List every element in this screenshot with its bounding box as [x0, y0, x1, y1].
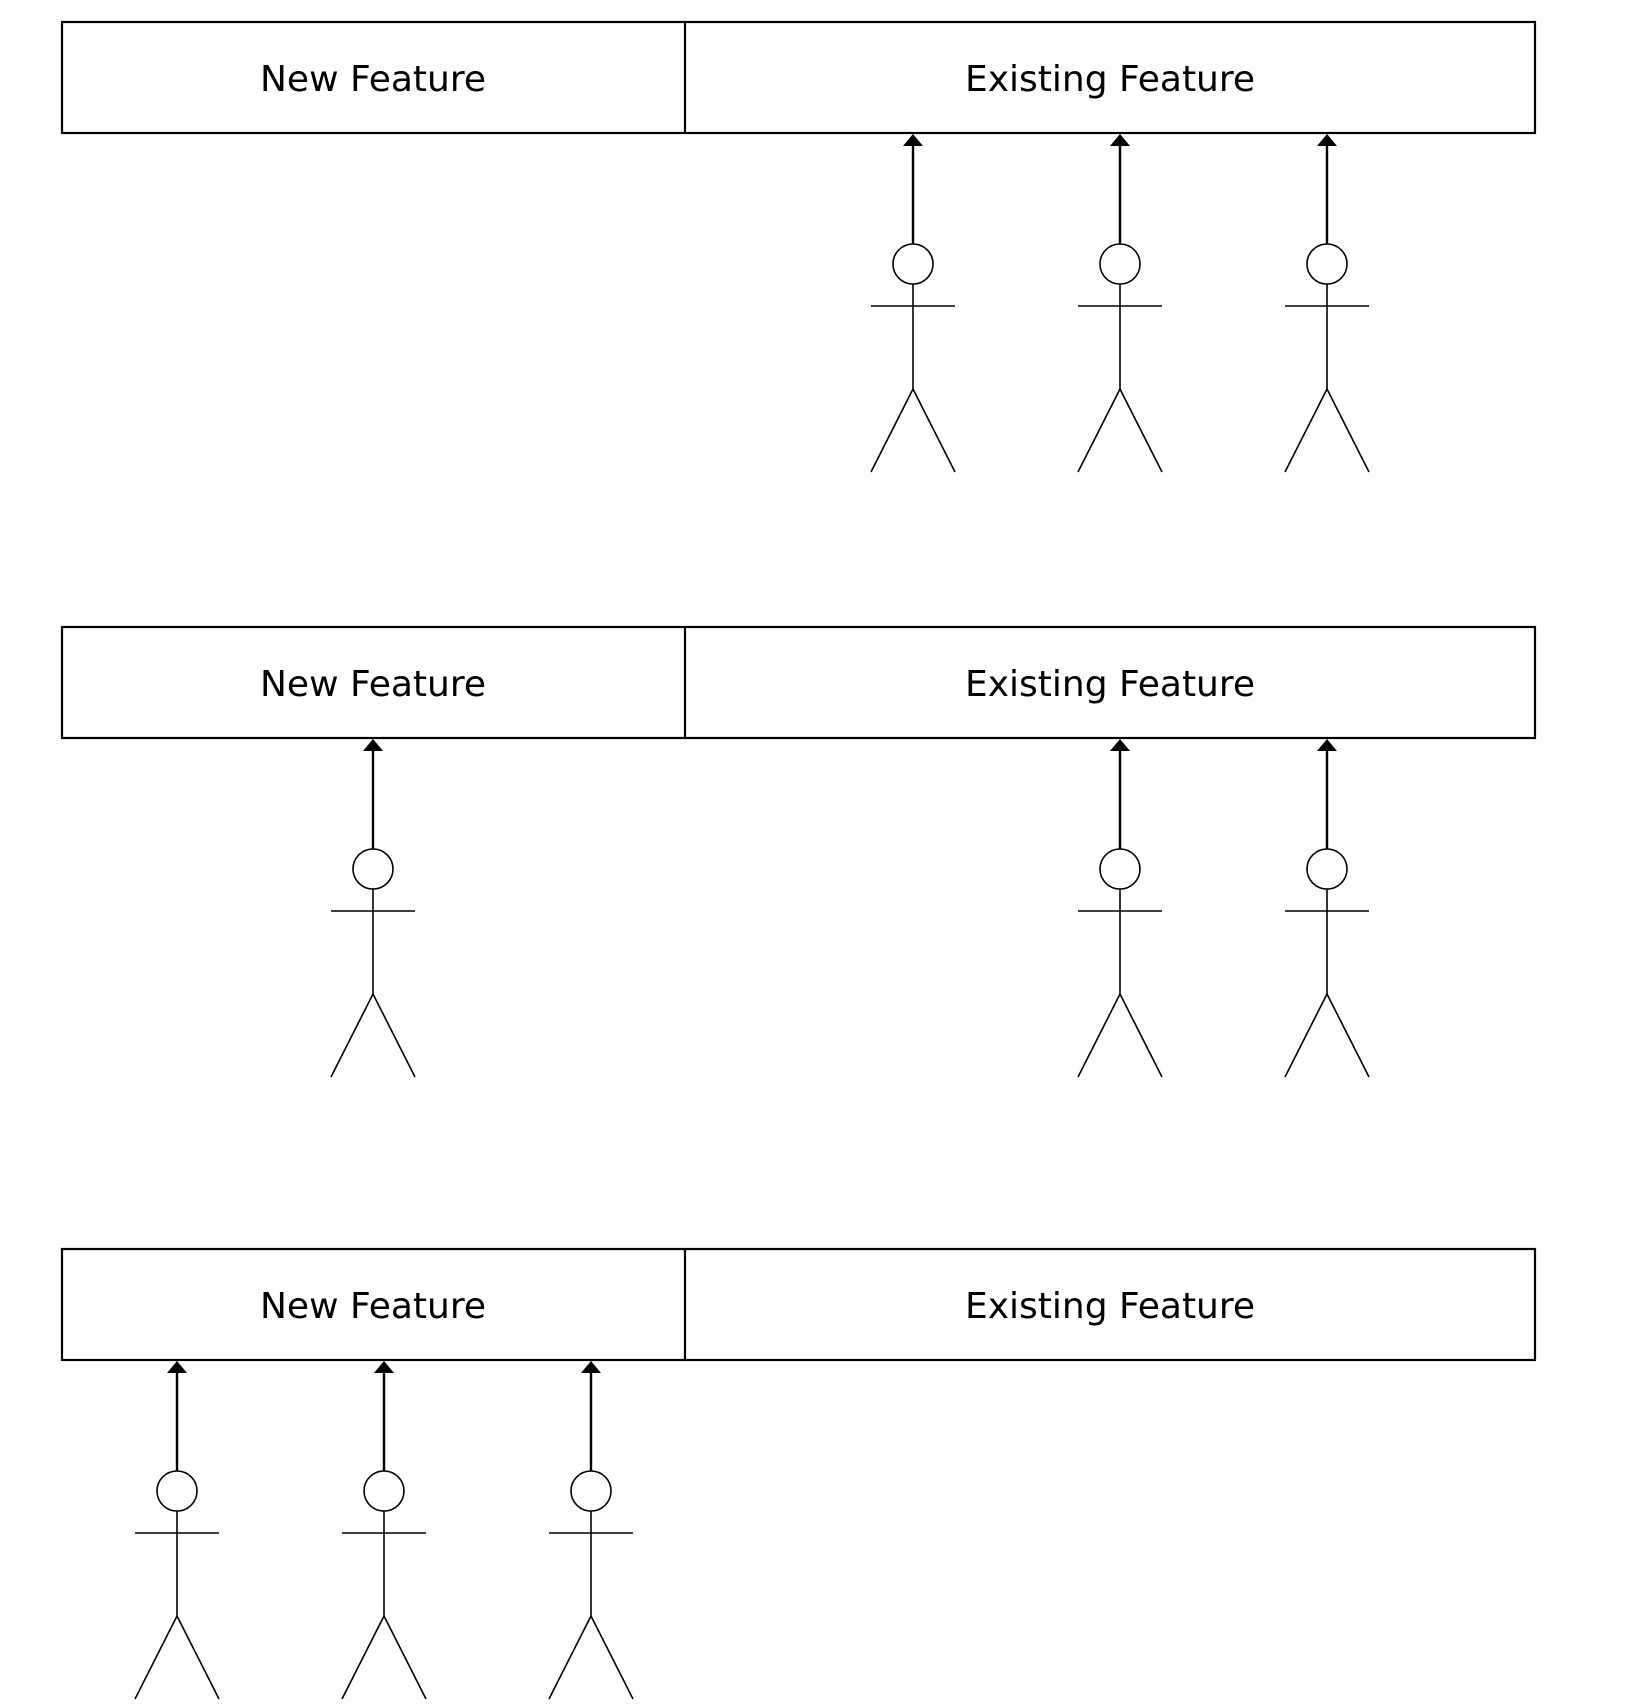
feature-bar-2	[60, 625, 1537, 740]
user-figure	[1284, 739, 1370, 1078]
user-figure	[1077, 739, 1163, 1078]
users-row-1	[870, 134, 1370, 473]
users-row-2	[330, 739, 1370, 1078]
existing-feature-label-2: Existing Feature	[965, 664, 1255, 705]
feature-bar-1	[60, 20, 1537, 135]
user-leg-right	[372, 993, 416, 1078]
user-head-icon	[1306, 243, 1348, 285]
user-leg-left	[870, 388, 914, 473]
arrow-head-icon	[1110, 739, 1130, 751]
new-feature-label-2: New Feature	[260, 664, 486, 705]
user-figure	[330, 739, 416, 1078]
arrow-head-icon	[1317, 739, 1337, 751]
user-leg-left	[1077, 993, 1121, 1078]
user-head-icon	[892, 243, 934, 285]
user-leg-left	[1077, 388, 1121, 473]
user-figure	[870, 134, 956, 473]
user-figure	[1077, 134, 1163, 473]
arrow-head-icon	[363, 739, 383, 751]
arrow-head-icon	[903, 134, 923, 146]
user-leg-left	[1284, 388, 1328, 473]
existing-feature-label-1: Existing Feature	[965, 59, 1255, 100]
user-leg-right	[1326, 388, 1370, 473]
user-figure	[548, 1361, 634, 1700]
users-row-3	[134, 1361, 634, 1700]
user-leg-left	[548, 1615, 592, 1700]
user-head-icon	[1099, 243, 1141, 285]
user-head-icon	[570, 1470, 612, 1512]
user-leg-left	[341, 1615, 385, 1700]
user-head-icon	[363, 1470, 405, 1512]
user-head-icon	[1099, 848, 1141, 890]
new-feature-label-1: New Feature	[260, 59, 486, 100]
arrow-head-icon	[1110, 134, 1130, 146]
user-head-icon	[156, 1470, 198, 1512]
feature-bar-3	[60, 1247, 1537, 1362]
arrow-head-icon	[374, 1361, 394, 1373]
user-leg-right	[1326, 993, 1370, 1078]
feature-row-1: New Feature Existing Feature	[60, 20, 1537, 473]
arrow-head-icon	[1317, 134, 1337, 146]
user-figure	[1284, 134, 1370, 473]
feature-row-3: New Feature Existing Feature	[60, 1247, 1537, 1700]
user-leg-right	[1119, 388, 1163, 473]
user-leg-left	[1284, 993, 1328, 1078]
user-figure	[134, 1361, 220, 1700]
feature-row-2: New Feature Existing Feature	[60, 625, 1537, 1078]
user-leg-right	[176, 1615, 220, 1700]
user-leg-right	[912, 388, 956, 473]
user-leg-right	[590, 1615, 634, 1700]
existing-feature-label-3: Existing Feature	[965, 1286, 1255, 1327]
user-leg-left	[330, 993, 374, 1078]
user-leg-right	[1119, 993, 1163, 1078]
user-figure	[341, 1361, 427, 1700]
arrow-head-icon	[167, 1361, 187, 1373]
user-head-icon	[1306, 848, 1348, 890]
arrow-head-icon	[581, 1361, 601, 1373]
user-leg-left	[134, 1615, 178, 1700]
user-leg-right	[383, 1615, 427, 1700]
new-feature-label-3: New Feature	[260, 1286, 486, 1327]
user-head-icon	[352, 848, 394, 890]
